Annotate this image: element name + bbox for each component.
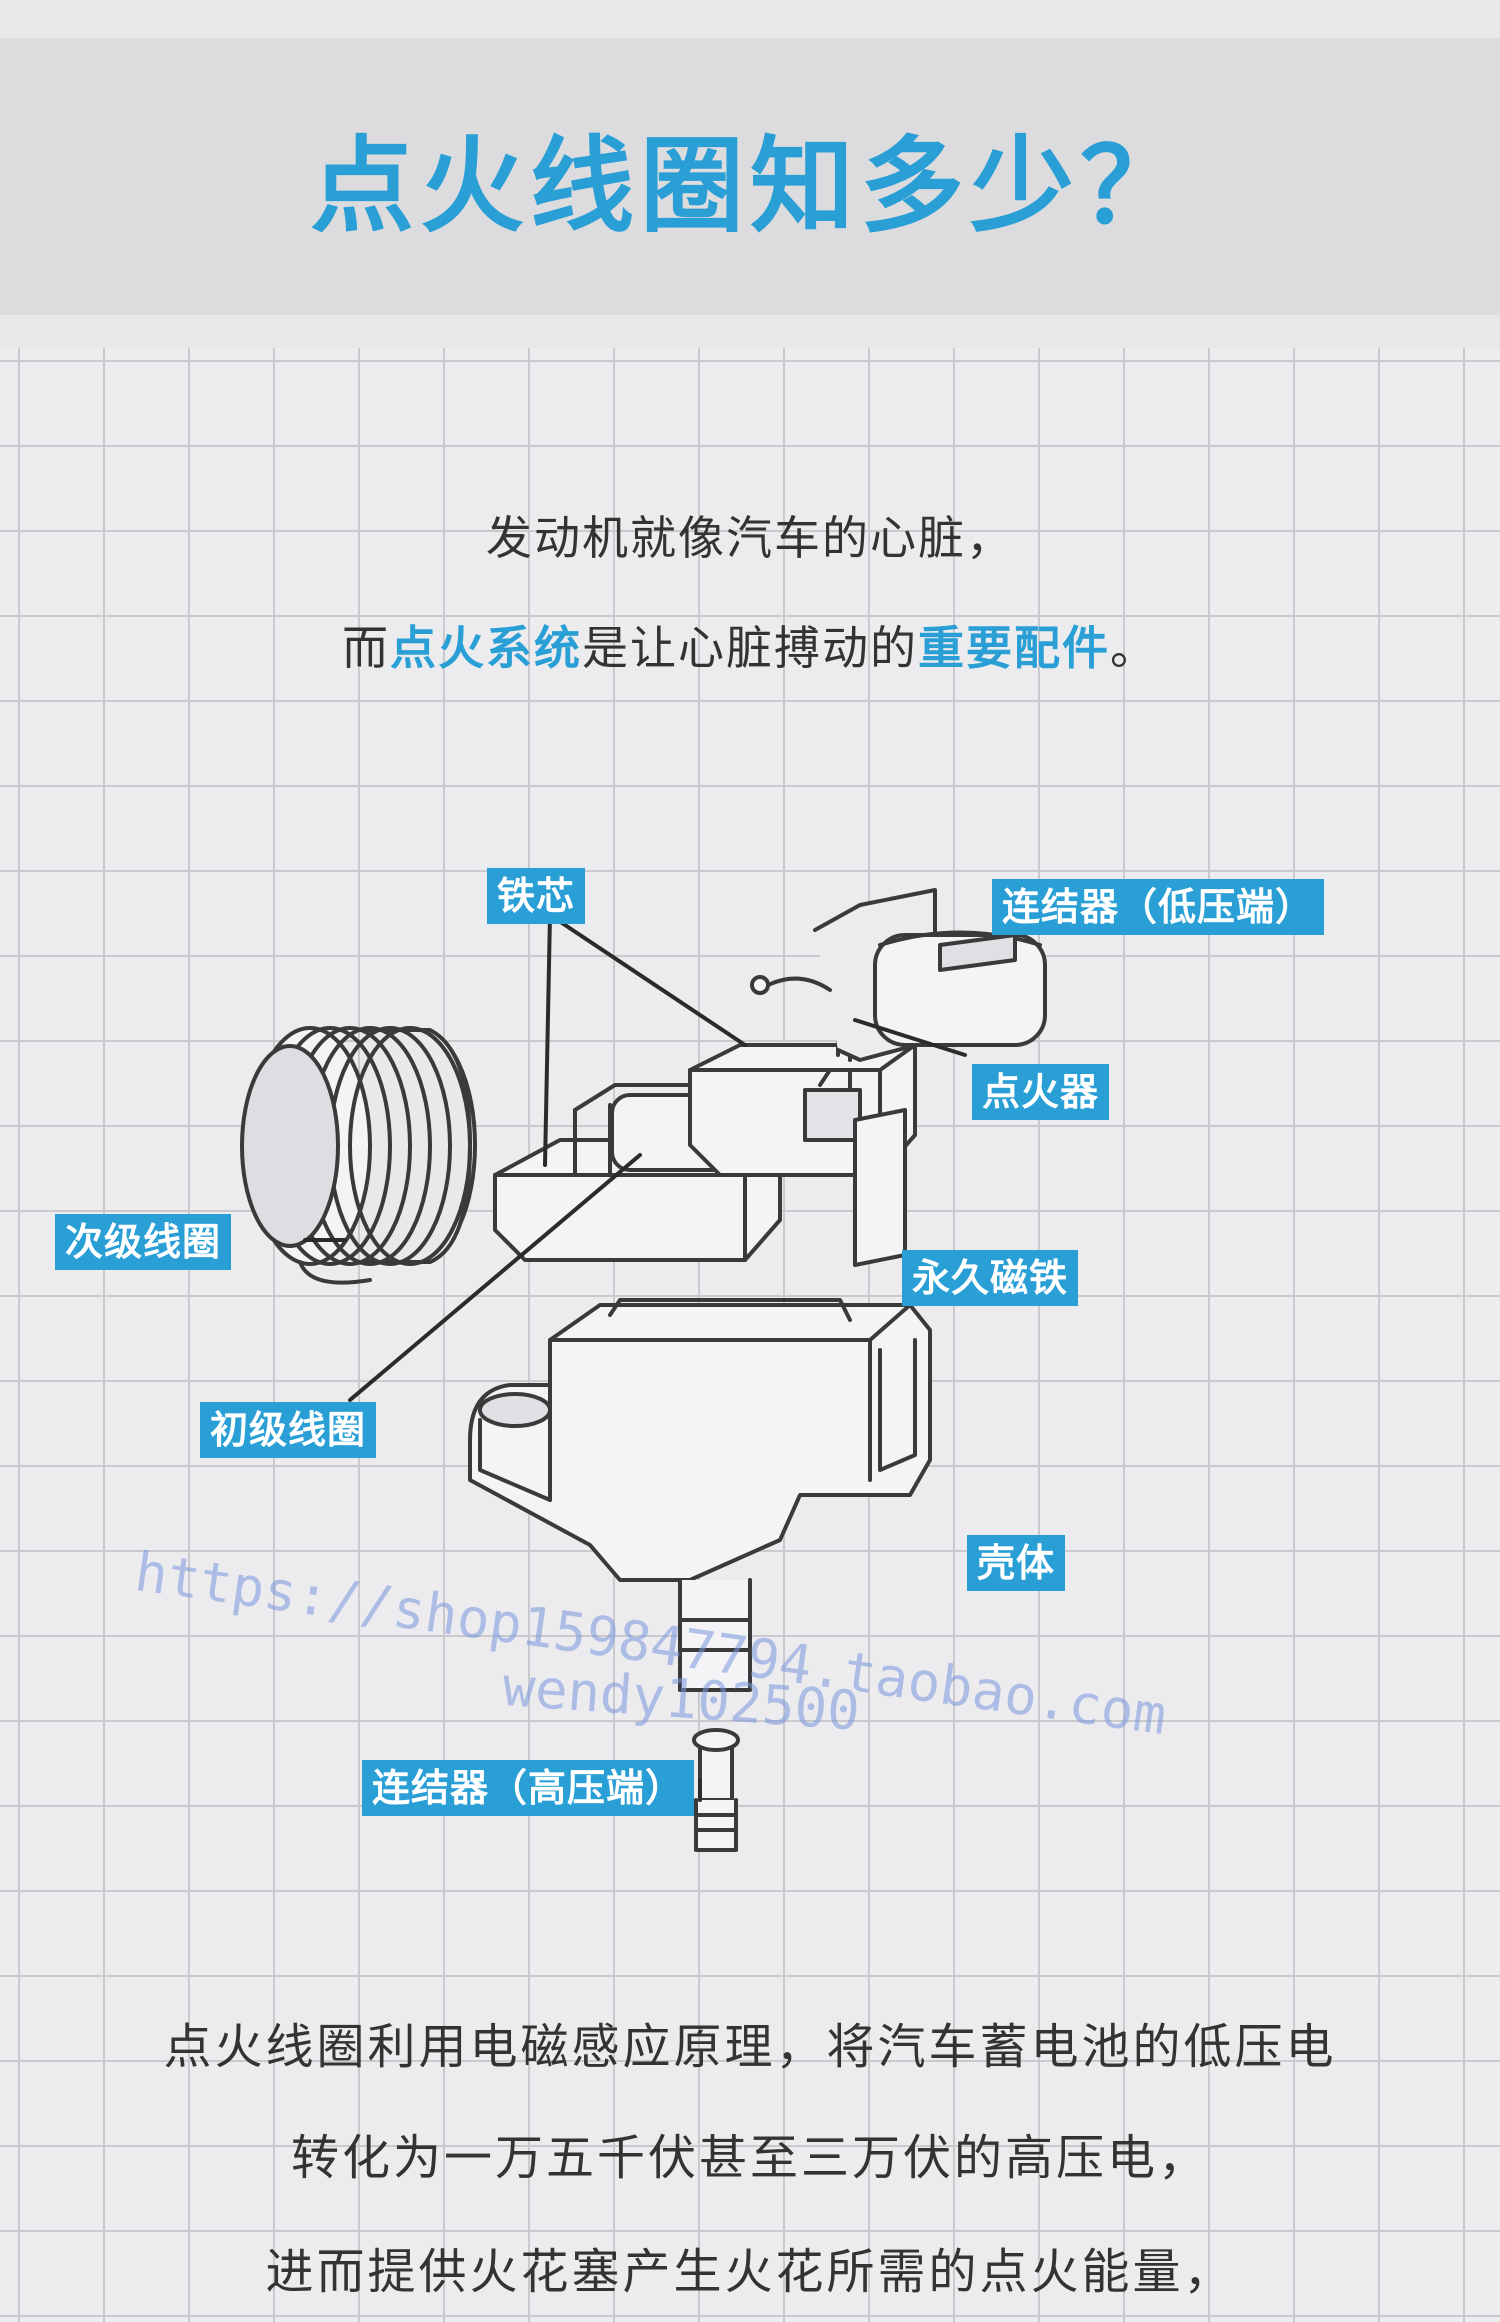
leader-primary-coil [348, 1153, 642, 1402]
leader-igniter [853, 1018, 967, 1057]
igniter-illustration [750, 888, 1047, 1062]
grid-background [0, 348, 1500, 2322]
label-secondary-coil: 次级线圈 [55, 1214, 232, 1270]
intro-text: 。 [1110, 621, 1158, 675]
secondary-coil-illustration [240, 1026, 477, 1285]
intro-text: 而 [342, 621, 390, 675]
label-connector-low: 连结器（低压端） [992, 879, 1325, 935]
body-line-1: 点火线圈利用电磁感应原理，将汽车蓄电池的低压电 [163, 2019, 1337, 2075]
intro-line-2: 而点火系统是让心脏搏动的重要配件。 [0, 612, 1500, 678]
label-igniter: 点火器 [972, 1064, 1110, 1120]
page-title: 点火线圈知多少？ [309, 125, 1190, 247]
label-permanent-magnet: 永久磁铁 [902, 1250, 1079, 1306]
label-housing: 壳体 [967, 1535, 1066, 1591]
permanent-magnet-illustration [853, 1108, 907, 1267]
intro-text: 是让心脏搏动的 [582, 621, 918, 675]
header-bar [0, 38, 1500, 315]
label-primary-coil: 初级线圈 [200, 1402, 377, 1458]
housing-illustration [468, 1298, 932, 1582]
body-line-3: 进而提供火花塞产生火花所需的点火能量， [265, 2244, 1235, 2300]
leader-iron-core-1 [543, 913, 552, 1167]
intro-line-1: 发动机就像汽车的心脏， [486, 511, 1014, 565]
highlight-important-part: 重要配件 [918, 621, 1110, 675]
body-line-2: 转化为一万五千伏甚至三万伏的高压电， [290, 2130, 1209, 2186]
label-iron-core: 铁芯 [487, 868, 586, 924]
leader-iron-core-2 [548, 913, 747, 1047]
highlight-ignition-system: 点火系统 [390, 621, 582, 675]
label-connector-high: 连结器（高压端） [362, 1760, 695, 1816]
